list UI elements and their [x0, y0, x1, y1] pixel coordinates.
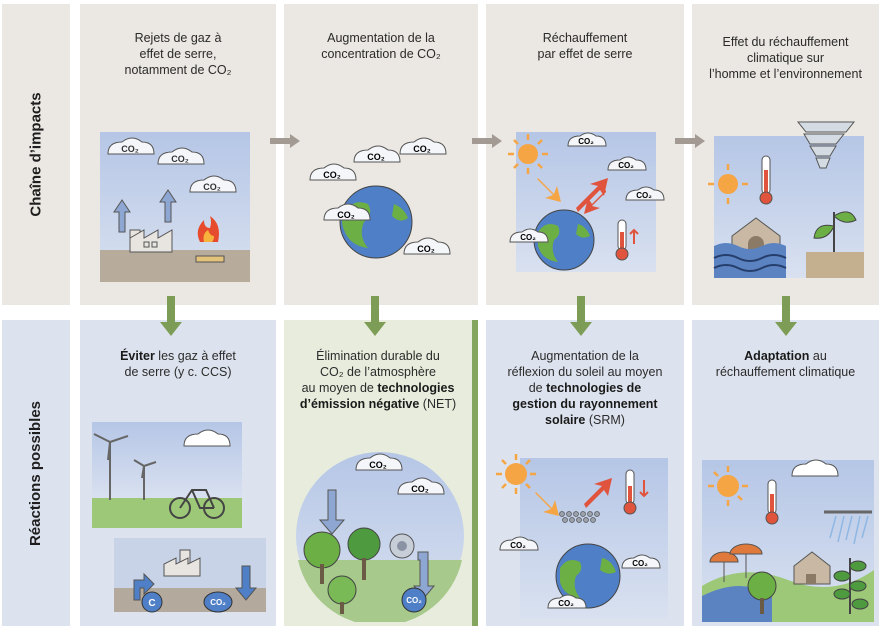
panel-title: Augmentation de la concentration de CO₂: [321, 31, 441, 61]
thermometer-icon: [623, 469, 649, 515]
panel-adaptation: Adaptation au réchauffement climatique: [692, 320, 879, 626]
arrow-down-icon: [364, 296, 386, 336]
umbrella-icon: [709, 543, 763, 582]
svg-text:CO₂: CO₂: [203, 182, 221, 192]
arrow-right-icon: [675, 134, 705, 148]
svg-text:CO₂: CO₂: [406, 596, 422, 605]
row-label-possible-reactions: Réactions possibles: [2, 320, 70, 626]
panel-avoid-ghg: Éviter les gaz à effet de serre (y c. CC…: [80, 320, 276, 626]
svg-text:CO₂: CO₂: [417, 244, 435, 254]
arrow-down-icon: [775, 296, 797, 336]
svg-text:CO₂: CO₂: [367, 152, 385, 162]
cloud-icon: CO₂: [157, 147, 205, 165]
svg-text:CO₂: CO₂: [411, 484, 429, 494]
svg-text:CO₂: CO₂: [121, 144, 139, 154]
svg-text:CO₂: CO₂: [323, 170, 341, 180]
row-label-impact-chain: Chaîne d’impacts: [2, 4, 70, 305]
panel-negative-emissions: Élimination durable du CO₂ de l’atmosphè…: [284, 320, 478, 626]
house-icon: [793, 551, 831, 585]
arrow-right-icon: [472, 134, 502, 148]
arrow-down-icon: [570, 296, 592, 336]
panel-ghg-emissions: Rejets de gaz à effet de serre, notammen…: [80, 4, 276, 305]
thermometer-icon: [765, 479, 779, 525]
thermometer-icon: [759, 155, 773, 205]
panel-co2-concentration: Augmentation de la concentration de CO₂ …: [284, 4, 478, 305]
capture-device-icon: [389, 533, 415, 559]
panel-title: Élimination durable du CO₂ de l’atmosphè…: [299, 349, 457, 411]
row-label-possible-reactions-text: Réactions possibles: [27, 400, 45, 546]
panel-title: Réchauffement par effet de serre: [537, 31, 633, 61]
cloud-icon: [183, 429, 231, 447]
panel-title: Éviter les gaz à effet de serre (y c. CC…: [120, 349, 236, 379]
svg-text:CO₂: CO₂: [210, 598, 226, 607]
panel-title: Adaptation au réchauffement climatique: [715, 349, 856, 379]
row-label-impact-chain-text: Chaîne d’impacts: [27, 92, 45, 217]
svg-text:CO₂: CO₂: [520, 233, 536, 242]
fire-icon: [195, 216, 225, 263]
tornado-icon: [796, 121, 856, 169]
wind-turbine-icon: [93, 433, 157, 500]
sun-icon: [708, 466, 748, 506]
co2-concentration-illustration: CO₂ CO₂ CO₂ CO₂ CO₂: [304, 132, 454, 282]
svg-text:CO₂: CO₂: [632, 559, 648, 568]
sun-icon: [508, 134, 548, 174]
thermometer-icon: [615, 219, 639, 261]
svg-text:CO₂: CO₂: [337, 210, 355, 220]
tree-icon: [747, 571, 777, 614]
sun-icon: [708, 164, 748, 204]
sun-icon: [496, 454, 536, 494]
panel-title: Augmentation de la réflexion du soleil a…: [507, 349, 663, 427]
panel-title: Effet du réchauffement climatique sur l’…: [709, 35, 862, 81]
svg-text:CO₂: CO₂: [369, 460, 387, 470]
bicycle-icon: [169, 489, 225, 519]
srm-illustration: CO₂ CO₂ CO₂: [492, 452, 672, 622]
svg-text:CO₂: CO₂: [618, 161, 634, 170]
adaptation-illustration: [700, 446, 876, 622]
climate-effects-illustration: [706, 116, 868, 284]
plant-icon: [813, 211, 857, 252]
avoid-emissions-illustration: C CO₂: [88, 416, 270, 616]
tree-icon: [327, 575, 357, 614]
svg-text:CO₂: CO₂: [413, 144, 431, 154]
emissions-illustration: CO₂ CO₂ CO₂: [100, 132, 250, 282]
panel-solar-radiation-management: Augmentation de la réflexion du soleil a…: [486, 320, 684, 626]
cloud-icon: CO₂: [189, 175, 237, 193]
svg-text:CO₂: CO₂: [510, 541, 526, 550]
svg-text:CO₂: CO₂: [578, 137, 594, 146]
cloud-icon: CO₂: [107, 137, 155, 155]
factory-icon: [129, 229, 173, 253]
greenhouse-illustration: CO₂ CO₂ CO₂ CO₂: [506, 132, 666, 282]
arrow-right-icon: [270, 134, 300, 148]
irrigation-icon: [824, 510, 872, 545]
tree-icon: [347, 527, 381, 580]
svg-text:CO₂: CO₂: [636, 191, 652, 200]
arrow-down-icon: [160, 296, 182, 336]
panel-greenhouse-warming: Réchauffement par effet de serre CO₂ CO₂…: [486, 4, 684, 305]
panel-climate-effects: Effet du réchauffement climatique sur l’…: [692, 4, 879, 305]
factory-icon: [163, 549, 201, 577]
negative-emissions-illustration: CO₂ CO₂ CO₂: [294, 450, 466, 622]
panel-title: Rejets de gaz à effet de serre, notammen…: [124, 31, 232, 77]
earth-icon: [339, 185, 413, 259]
tree-icon: [303, 531, 341, 584]
svg-text:CO₂: CO₂: [171, 154, 189, 164]
svg-text:C: C: [148, 598, 155, 609]
cloud-icon: [791, 459, 839, 477]
plant-icon: [833, 558, 869, 614]
earth-icon: [555, 543, 621, 609]
aerosol-particles: [559, 511, 600, 523]
svg-text:CO₂: CO₂: [558, 599, 574, 608]
